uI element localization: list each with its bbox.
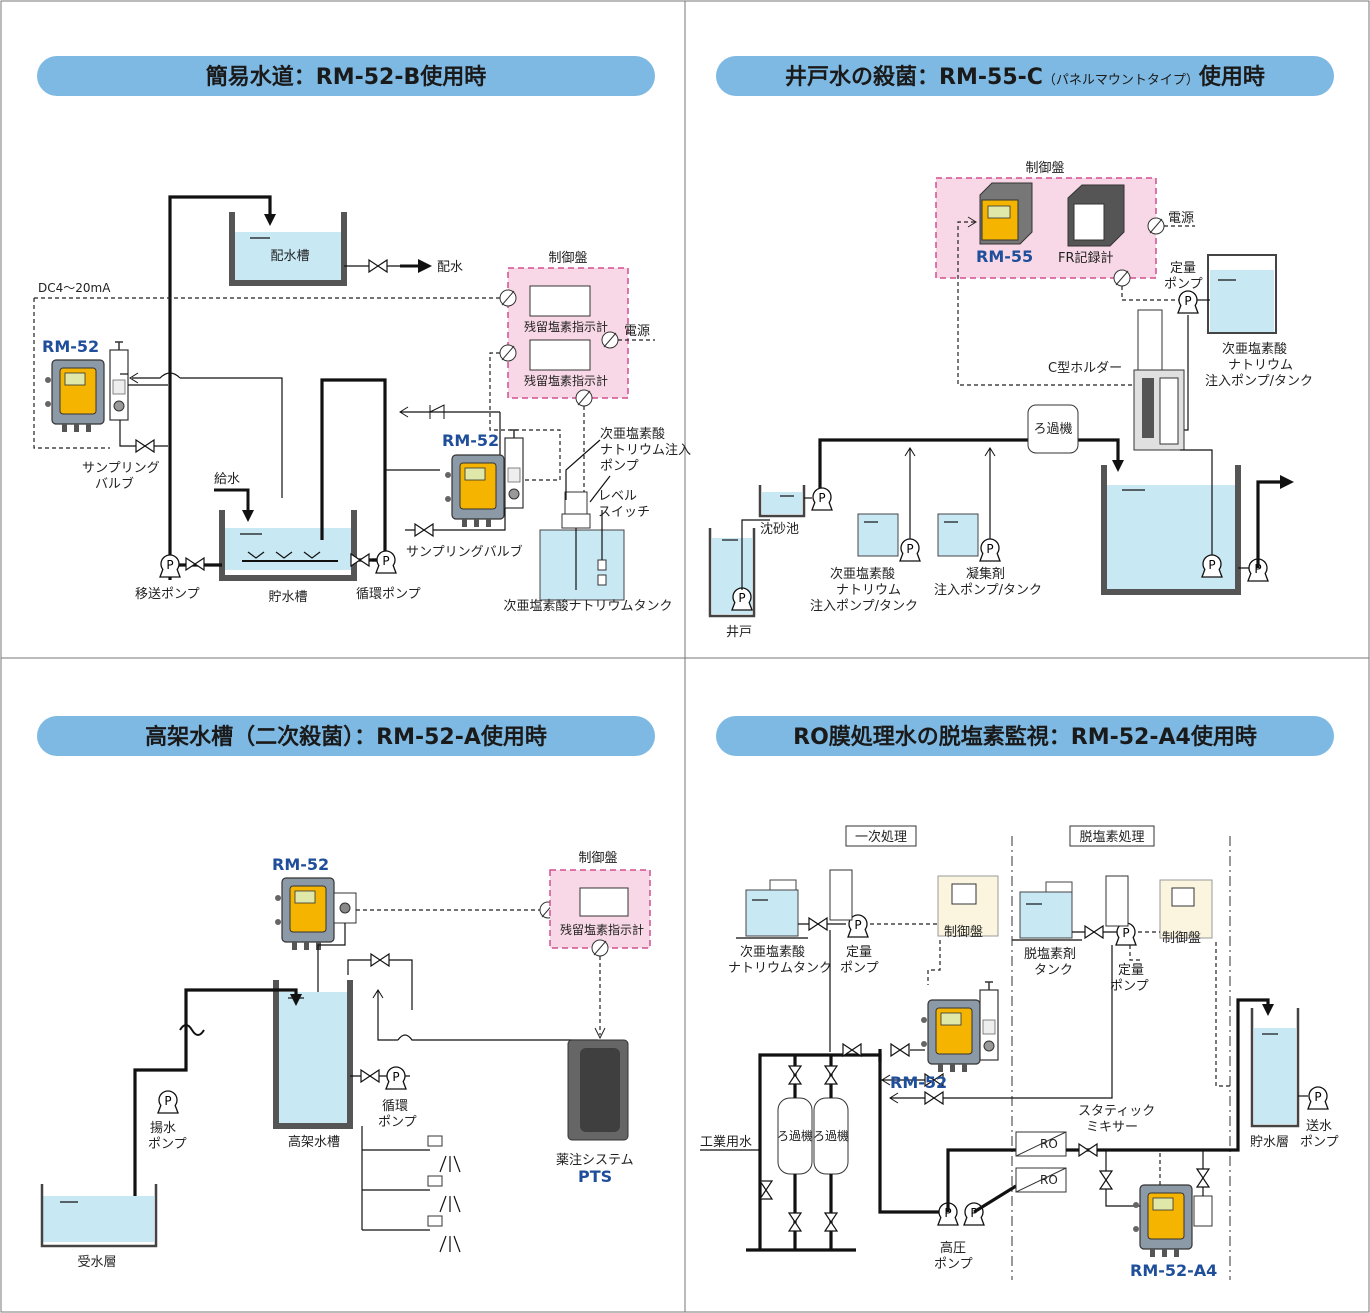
p1-sampling-valve1-label: サンプリング (82, 461, 160, 476)
p1-indicator1-label: 残留塩素指示計 (524, 319, 608, 334)
p4-metering-b2-label: ポンプ (1110, 979, 1149, 994)
panel-title-1: 簡易水道：RM-52-B使用時 (206, 64, 486, 90)
p1-sampling-valve1b-label: バルブ (95, 476, 134, 492)
p2-settling-label: 沈砂池 (760, 522, 799, 537)
p3-device-label: RM-52 (272, 855, 329, 874)
panel-4-diagram: 一次処理 脱塩素処理 次亜塩素酸 ナトリウムタンク 定量 ポンプ 制御盤 脱塩素… (700, 825, 1339, 1280)
p4-filter1-label: ろ過機 (777, 1128, 813, 1143)
p2-metering-pump2-label: ポンプ (1164, 277, 1203, 292)
p3-control-panel-label: 制御盤 (578, 851, 617, 866)
panel-title-3: 高架水槽（二次殺菌）：RM-52-A使用時 (145, 724, 547, 750)
p2-control-panel-label: 制御盤 (1025, 161, 1064, 176)
p1-circulation-pump-label: 循環ポンプ (356, 587, 421, 602)
p2-filter-label: ろ過機 (1033, 422, 1072, 437)
title-bar-3: 高架水槽（二次殺菌）：RM-52-A使用時 (37, 716, 655, 756)
panel-1-diagram: 配水槽 配水 DC4～20mA 制御盤 残留塩素指示計 残留塩素指示計 電源 R… (33, 195, 691, 614)
p1-distribution-tank-label: 配水槽 (270, 249, 309, 264)
p1-feed-water-label: 給水 (214, 472, 240, 487)
p2-hypo-b3-label: 注入ポンプ/タンク (810, 599, 918, 614)
p2-hypo-b1-label: 次亜塩素酸 (830, 566, 895, 582)
p3-lift2-label: ポンプ (148, 1137, 187, 1152)
panel-title-2: 井戸水の殺菌：RM-55-C（パネルマウントタイプ）使用時 (785, 64, 1265, 90)
p1-storage-tank-label: 貯水槽 (268, 590, 307, 605)
p4-dechlor-tank2-label: タンク (1034, 963, 1073, 978)
p3-pts1-label: 薬注システム (556, 1153, 634, 1168)
p1-power-label: 電源 (624, 324, 650, 339)
p1-hypo-pump2-label: ナトリウム注入 (600, 443, 691, 458)
p1-signal-label: DC4～20mA (38, 281, 111, 295)
p1-sampling-valve2-label: サンプリングバルブ (406, 544, 523, 560)
p2-well-label: 井戸 (726, 625, 752, 640)
p1-control-panel-label: 制御盤 (548, 251, 587, 266)
p1-device2-label: RM-52 (442, 431, 499, 450)
p1-distribution-label: 配水 (437, 260, 463, 275)
p2-hypo1-label: 次亜塩素酸 (1222, 341, 1287, 357)
panel-title-2-end: 使用時 (1198, 65, 1265, 90)
p2-recorder-label: FR記録計 (1058, 250, 1114, 266)
p3-circ1-label: 循環 (382, 1099, 408, 1114)
p2-hypo-b2-label: ナトリウム (836, 583, 901, 598)
title-bar-4: RO膜処理水の脱塩素監視：RM-52-A4使用時 (716, 716, 1334, 756)
p2-power-label: 電源 (1168, 211, 1194, 226)
p4-primary-label: 一次処理 (855, 829, 907, 845)
p4-metering1-label: 定量 (846, 945, 872, 960)
p3-circ2-label: ポンプ (378, 1115, 417, 1130)
p2-hypo2-label: ナトリウム (1228, 358, 1293, 373)
p1-level-switch2-label: スイッチ (598, 505, 650, 520)
p2-coag1-label: 凝集剤 (966, 566, 1005, 582)
p4-send1-label: 送水 (1306, 1119, 1332, 1134)
panel-3-diagram: RM-52 制御盤 残留塩素指示計 高架水槽 揚水 ポンプ (40, 851, 651, 1270)
p4-dechlor-label: 脱塩素処理 (1079, 830, 1144, 845)
p2-hypo3-label: 注入ポンプ/タンク (1205, 374, 1313, 389)
p1-hypo-tank-label: 次亜塩素酸ナトリウムタンク (503, 598, 672, 614)
p1-device1-label: RM-52 (42, 337, 99, 356)
title-bar-1: 簡易水道：RM-52-B使用時 (37, 56, 655, 96)
panel-2-diagram: 制御盤 RM-55 FR記録計 電源 定量 ポンプ 次亜塩素酸 ナトリウム 注入… (708, 161, 1313, 640)
p4-storage-label: 貯水層 (1250, 1135, 1289, 1150)
p4-metering-b1-label: 定量 (1118, 963, 1144, 978)
p3-elevated-tank-label: 高架水槽 (288, 1134, 340, 1150)
p1-level-switch1-label: レベル (598, 489, 637, 504)
p3-pts2-label: PTS (578, 1167, 612, 1186)
p4-hypo-tank2-label: ナトリウムタンク (728, 961, 832, 976)
p4-device1-label: RM-52 (890, 1073, 947, 1092)
p4-static1-label: スタティック (1078, 1104, 1155, 1119)
p2-holder-label: C型ホルダー (1048, 361, 1122, 376)
p3-indicator-label: 残留塩素指示計 (560, 922, 644, 937)
p1-indicator2-label: 残留塩素指示計 (524, 373, 608, 388)
p1-hypo-pump3-label: ポンプ (600, 459, 639, 474)
p4-ro2-label: RO (1040, 1173, 1058, 1187)
p2-coag2-label: 注入ポンプ/タンク (934, 583, 1042, 598)
p4-metering2-label: ポンプ (840, 961, 879, 976)
p2-device-label: RM-55 (976, 247, 1033, 266)
p2-metering-pump1-label: 定量 (1170, 261, 1196, 276)
panel-title-2-small: （パネルマウントタイプ） (1043, 73, 1199, 88)
p4-hp1-label: 高圧 (940, 1240, 966, 1256)
p4-hypo-tank1-label: 次亜塩素酸 (740, 944, 805, 960)
p4-ro1-label: RO (1040, 1137, 1058, 1151)
p3-receiving-tank-label: 受水層 (77, 1255, 116, 1270)
p4-send2-label: ポンプ (1300, 1135, 1339, 1150)
p4-control2-label: 制御盤 (1162, 931, 1201, 946)
p4-device2-label: RM-52-A4 (1130, 1261, 1217, 1280)
title-bar-2: 井戸水の殺菌：RM-55-C（パネルマウントタイプ）使用時 (716, 56, 1334, 96)
p4-control1-label: 制御盤 (944, 925, 983, 940)
p4-static2-label: ミキサー (1086, 1120, 1138, 1135)
p1-hypo-pump1-label: 次亜塩素酸 (600, 426, 665, 442)
p4-industrial-label: 工業用水 (700, 1134, 752, 1150)
panel-title-4: RO膜処理水の脱塩素監視：RM-52-A4使用時 (793, 724, 1257, 750)
panel-title-2-main: 井戸水の殺菌：RM-55-C (785, 64, 1043, 90)
p1-transfer-pump-label: 移送ポンプ (135, 587, 200, 602)
p3-lift1-label: 揚水 (150, 1120, 176, 1136)
p4-dechlor-tank1-label: 脱塩素剤 (1024, 946, 1076, 962)
p4-filter2-label: ろ過機 (813, 1128, 849, 1143)
p4-hp2-label: ポンプ (934, 1257, 973, 1272)
